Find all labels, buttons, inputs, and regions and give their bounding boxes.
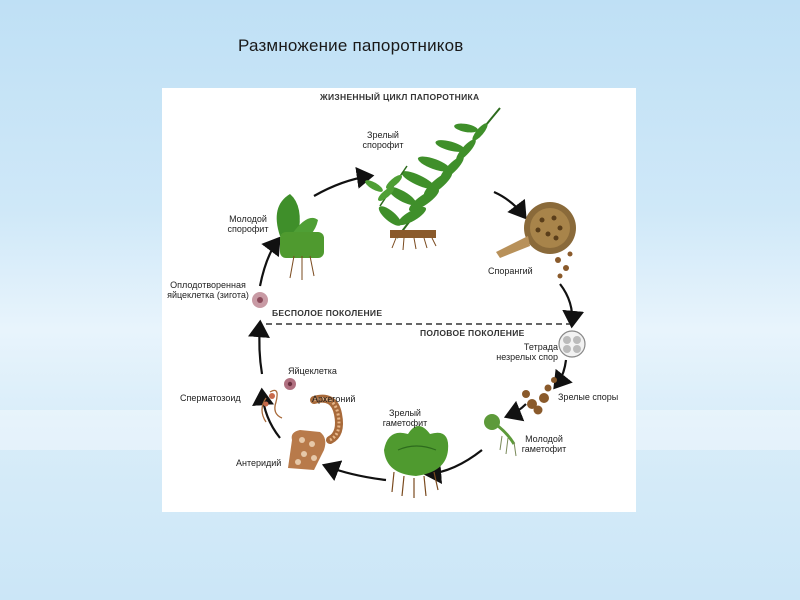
zygote-illustration <box>252 292 268 308</box>
arrow-sporangium-to-tetrad <box>559 283 585 329</box>
label-sporangium: Спорангий <box>488 266 533 276</box>
mature-gametophyte-illustration <box>384 426 449 498</box>
arrow-sporophyte-to-sporangium <box>493 190 527 220</box>
label-tetrad: Тетрада незрелых спор <box>496 342 558 362</box>
slide-title: Размножение папоротников <box>238 36 464 55</box>
mature-sporophyte-illustration <box>365 107 501 251</box>
sperm-illustration <box>261 389 283 423</box>
diagram-heading: ЖИЗНЕННЫЙ ЦИКЛ ПАПОРОТНИКА <box>320 92 480 102</box>
mature-spores-illustration <box>522 377 557 415</box>
label-mature-spores: Зрелые споры <box>558 392 619 402</box>
tetrad-illustration <box>558 330 586 358</box>
label-antheridium: Антеридий <box>236 458 282 468</box>
young-sporophyte-illustration <box>276 194 324 280</box>
arrow-sperm-to-zygote <box>248 319 270 375</box>
arrow-spores-to-young-gametophyte <box>503 400 527 422</box>
arrow-tetrad-to-spores <box>553 359 573 390</box>
label-mature-sporophyte: Зрелый спорофит <box>362 130 404 150</box>
label-zygote: Оплодотворенная яйцеклетка (зигота) <box>167 280 249 300</box>
sexual-generation-label: ПОЛОВОЕ ПОКОЛЕНИЕ <box>420 328 525 338</box>
label-egg: Яйцеклетка <box>288 366 337 376</box>
egg-illustration <box>284 378 296 390</box>
asexual-generation-label: БЕСПОЛОЕ ПОКОЛЕНИЕ <box>272 308 383 318</box>
arrow-young-to-mature-sporophyte <box>313 166 375 197</box>
sporangium-illustration <box>496 202 576 279</box>
life-cycle-panel: ЖИЗНЕННЫЙ ЦИКЛ ПАПОРОТНИКА БЕСПОЛОЕ ПОКО… <box>162 88 636 512</box>
archegonium-illustration <box>310 394 343 444</box>
cycle-arrows <box>248 166 585 484</box>
young-gametophyte-illustration <box>484 414 517 457</box>
arrow-young-to-mature-gametophyte <box>423 449 483 484</box>
label-mature-gametophyte: Зрелый гаметофит <box>382 408 428 428</box>
arrow-antheridium-to-sperm <box>252 387 281 439</box>
arrow-gametophyte-to-antheridium <box>321 460 387 482</box>
label-archegonium: Архегоний <box>312 394 356 404</box>
life-cycle-diagram <box>248 107 586 498</box>
label-young-gametophyte: Молодой гаметофит <box>521 434 567 454</box>
label-sperm: Сперматозоид <box>180 393 241 403</box>
antheridium-illustration <box>288 430 326 470</box>
label-young-sporophyte: Молодой спорофит <box>227 214 269 234</box>
arrow-zygote-to-young-sporophyte <box>258 236 281 287</box>
